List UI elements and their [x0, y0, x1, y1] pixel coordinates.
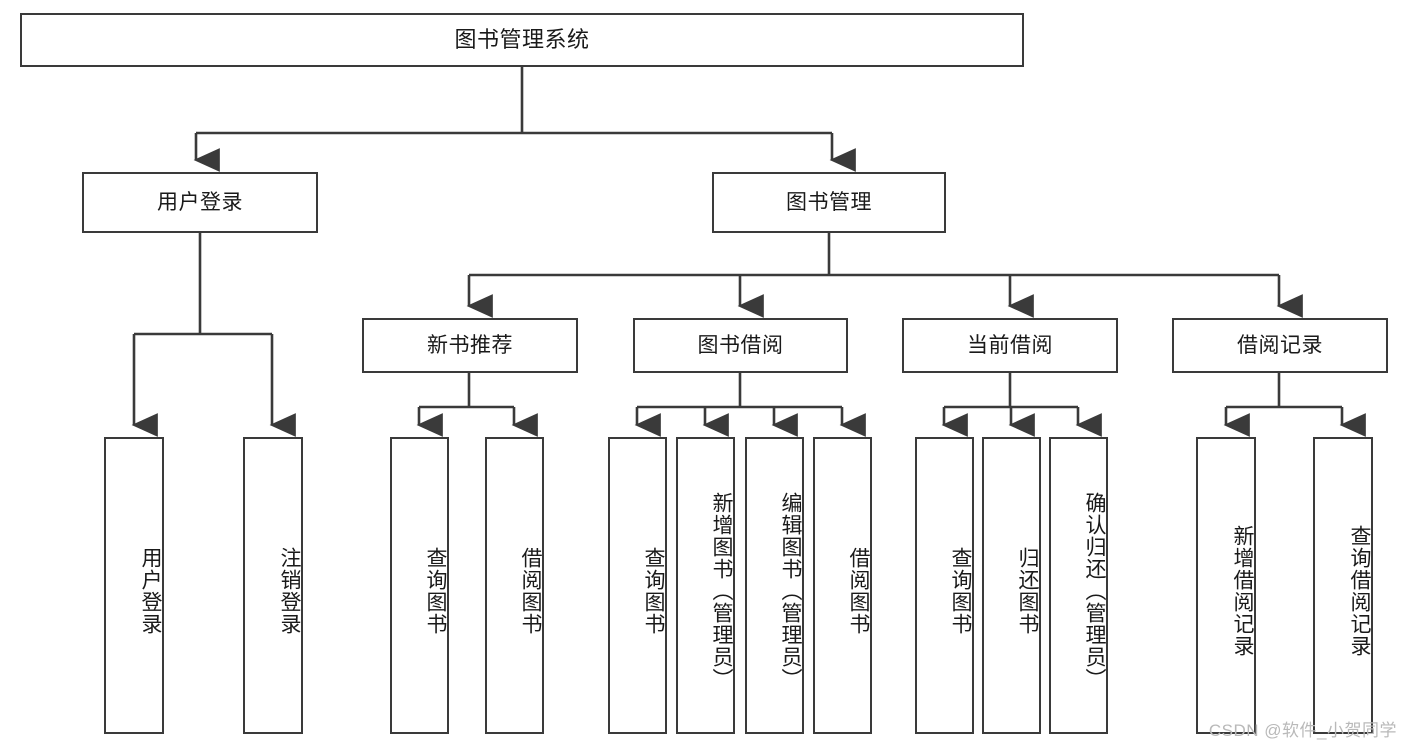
leaf-current-query-book[interactable]: 查询图书 [915, 437, 974, 734]
leaf-current-confirm-return-admin[interactable]: 确认归还（管理员） [1049, 437, 1108, 734]
node-label: 新书推荐 [427, 333, 513, 357]
node-label: 图书管理 [786, 190, 872, 214]
node-label: 当前借阅 [967, 333, 1053, 357]
node-label: 查询图书 [949, 546, 972, 635]
node-root-system[interactable]: 图书管理系统 [20, 13, 1024, 67]
node-label: 查询图书 [642, 546, 665, 635]
node-new-book-recommend[interactable]: 新书推荐 [362, 318, 578, 373]
node-label: 查询图书 [424, 546, 447, 635]
node-label: 查询借阅记录 [1348, 524, 1371, 657]
node-label: 归还图书 [1016, 546, 1039, 635]
leaf-borrow-edit-book-admin[interactable]: 编辑图书（管理员） [745, 437, 804, 734]
node-label: 借阅记录 [1237, 333, 1323, 357]
leaf-recommend-query-book[interactable]: 查询图书 [390, 437, 449, 734]
node-user-login[interactable]: 用户登录 [82, 172, 318, 233]
node-label: 图书管理系统 [454, 26, 590, 52]
node-current-borrow[interactable]: 当前借阅 [902, 318, 1118, 373]
node-label: 借阅图书 [847, 546, 870, 635]
leaf-record-add-borrow-record[interactable]: 新增借阅记录 [1196, 437, 1256, 734]
node-label: 用户登录 [139, 546, 162, 635]
node-label: 新增借阅记录 [1231, 524, 1254, 657]
node-label: 编辑图书（管理员） [779, 491, 802, 690]
node-label: 注销登录 [278, 546, 301, 635]
node-book-management[interactable]: 图书管理 [712, 172, 946, 233]
node-label: 图书借阅 [697, 333, 784, 357]
node-label: 新增图书（管理员） [710, 491, 733, 690]
node-label: 用户登录 [157, 190, 243, 214]
leaf-borrow-borrow-book[interactable]: 借阅图书 [813, 437, 872, 734]
watermark-text: CSDN @软件_小贺同学 [1208, 721, 1397, 740]
leaf-record-query-borrow-record[interactable]: 查询借阅记录 [1313, 437, 1373, 734]
node-label: 确认归还（管理员） [1083, 491, 1106, 690]
node-book-borrow[interactable]: 图书借阅 [633, 318, 848, 373]
leaf-recommend-borrow-book[interactable]: 借阅图书 [485, 437, 544, 734]
node-borrow-record[interactable]: 借阅记录 [1172, 318, 1388, 373]
leaf-borrow-query-book[interactable]: 查询图书 [608, 437, 667, 734]
leaf-user-login[interactable]: 用户登录 [104, 437, 164, 734]
node-label: 借阅图书 [519, 546, 542, 635]
leaf-user-logout[interactable]: 注销登录 [243, 437, 303, 734]
leaf-borrow-add-book-admin[interactable]: 新增图书（管理员） [676, 437, 735, 734]
leaf-current-return-book[interactable]: 归还图书 [982, 437, 1041, 734]
